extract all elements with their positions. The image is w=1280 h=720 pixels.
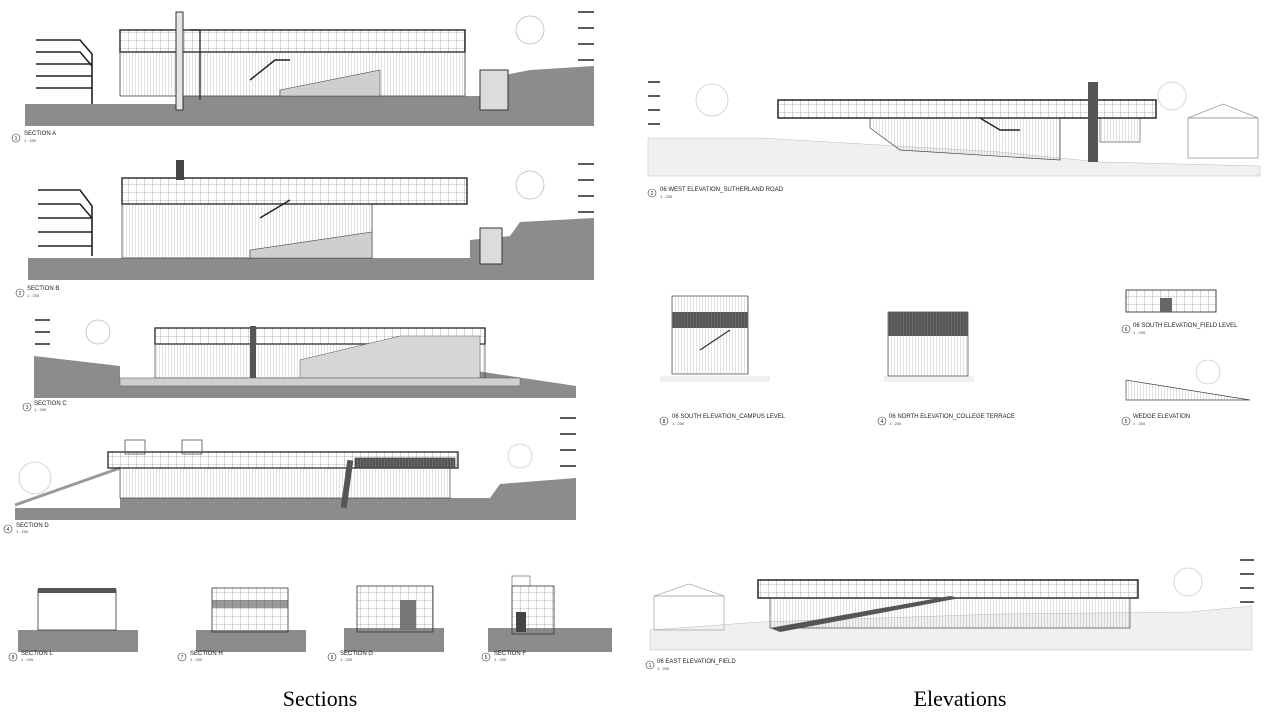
section-a-number: 1: [15, 136, 18, 142]
wedge-elevation-title: 5 WEDGE ELEVATION 1 : 200: [1121, 414, 1190, 426]
section-h-scale: 1 : 200: [190, 657, 203, 662]
section-d-drawing: [14, 417, 576, 520]
east-elevation-scale: 1 : 200: [657, 666, 670, 671]
south-elevation-campus-drawing: [660, 295, 770, 382]
south-elevation-campus-number: 8: [663, 419, 666, 425]
section-g-label: SECTION G: [340, 651, 373, 657]
section-g-scale: 1 : 200: [340, 657, 353, 662]
section-h-number: 7: [181, 655, 184, 661]
section-d-scale: 1 : 200: [16, 529, 29, 534]
section-c-scale: 1 : 200: [34, 407, 47, 412]
section-c-title: 3 SECTION C 1 : 200: [22, 401, 67, 412]
section-a-label: SECTION A: [24, 131, 56, 137]
west-elevation-drawing: [647, 81, 1261, 177]
west-elevation-number: 2: [651, 191, 654, 197]
north-elevation-title: 4 06 NORTH ELEVATION_COLLEGE TERRACE 1 :…: [877, 414, 1015, 426]
section-f-number: 5: [485, 655, 488, 661]
west-elevation-scale: 1 : 200: [660, 194, 673, 199]
section-c-drawing: [34, 319, 576, 398]
east-elevation-label: 06 EAST ELEVATION_FIELD: [657, 659, 736, 665]
section-c-label: SECTION C: [34, 401, 67, 407]
section-b-drawing: [28, 160, 594, 280]
wedge-elevation-scale: 1 : 200: [1133, 421, 1146, 426]
section-b-scale: 1 : 200: [27, 293, 40, 298]
elevations-caption: Elevations: [913, 686, 1007, 711]
north-elevation-number: 4: [881, 419, 884, 425]
section-b-title: 2 SECTION B 1 : 200: [15, 286, 59, 298]
section-g-title: 6 SECTION G 1 : 200: [327, 651, 373, 662]
south-elevation-field-label: 06 SOUTH ELEVATION_FIELD LEVEL: [1133, 323, 1238, 329]
section-l-number: 8: [12, 655, 15, 661]
section-l-title: 8 SECTION L 1 : 200: [8, 651, 53, 662]
sections-caption: Sections: [282, 686, 358, 711]
south-elevation-field-title: 6 06 SOUTH ELEVATION_FIELD LEVEL 1 : 200: [1121, 323, 1238, 335]
section-h-drawing: [196, 587, 306, 652]
section-f-drawing: [488, 575, 612, 652]
north-elevation-drawing: [884, 311, 974, 382]
section-a-scale: 1 : 200: [24, 138, 37, 143]
wedge-elevation-label: WEDGE ELEVATION: [1133, 414, 1190, 420]
south-elevation-field-number: 6: [1125, 327, 1128, 333]
section-c-number: 3: [26, 405, 29, 411]
west-elevation-title: 2 06 WEST ELEVATION_SUTHERLAND ROAD 1 : …: [647, 187, 784, 199]
section-l-label: SECTION L: [21, 651, 53, 657]
south-elevation-campus-title: 8 06 SOUTH ELEVATION_CAMPUS LEVEL 1 : 20…: [659, 414, 786, 426]
south-elevation-field-drawing: [1125, 289, 1217, 313]
section-b-number: 2: [19, 291, 22, 297]
section-a-title: 1 SECTION A 1 : 200: [11, 131, 56, 143]
west-elevation-label: 06 WEST ELEVATION_SUTHERLAND ROAD: [660, 187, 784, 193]
north-elevation-scale: 1 : 200: [889, 421, 902, 426]
section-d-label: SECTION D: [16, 523, 49, 529]
section-h-title: 7 SECTION H 1 : 200: [177, 651, 223, 662]
section-a-drawing: [25, 11, 594, 126]
east-elevation-number: 1: [649, 663, 652, 669]
section-l-drawing: [18, 588, 138, 652]
section-l-scale: 1 : 200: [21, 657, 34, 662]
section-d-number: 4: [7, 527, 10, 533]
south-elevation-field-scale: 1 : 200: [1133, 330, 1146, 335]
wedge-elevation-number: 5: [1125, 419, 1128, 425]
east-elevation-drawing: [649, 559, 1254, 651]
section-g-drawing: [344, 585, 444, 652]
section-f-scale: 1 : 200: [494, 657, 507, 662]
south-elevation-campus-label: 06 SOUTH ELEVATION_CAMPUS LEVEL: [672, 414, 786, 420]
south-elevation-campus-scale: 1 : 200: [672, 421, 685, 426]
section-d-title: 4 SECTION D 1 : 200: [3, 523, 49, 534]
north-elevation-label: 06 NORTH ELEVATION_COLLEGE TERRACE: [889, 414, 1015, 420]
wedge-elevation-drawing: [1125, 359, 1251, 401]
section-b-label: SECTION B: [27, 286, 59, 292]
east-elevation-title: 1 06 EAST ELEVATION_FIELD 1 : 200: [645, 659, 736, 671]
section-f-label: SECTION F: [494, 651, 526, 657]
section-f-title: 5 SECTION F 1 : 200: [481, 651, 526, 662]
section-h-label: SECTION H: [190, 651, 223, 657]
section-g-number: 6: [331, 655, 334, 661]
